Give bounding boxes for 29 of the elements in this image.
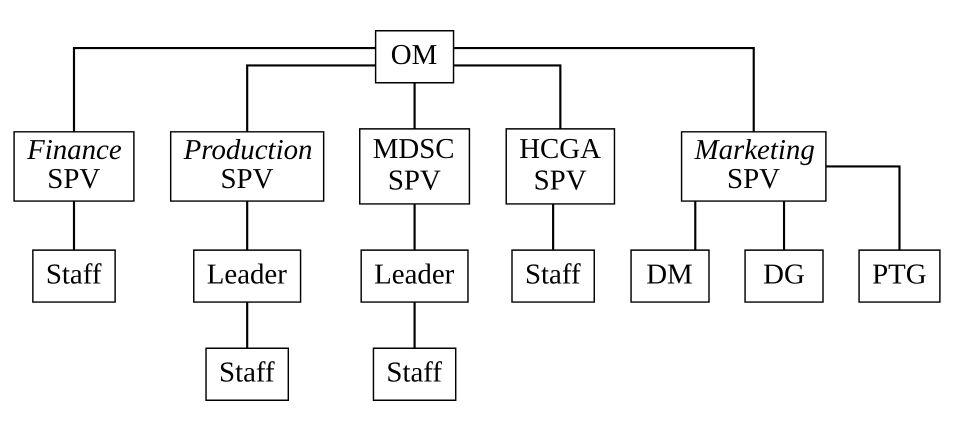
connector (414, 82, 416, 128)
node-box: DG (744, 248, 824, 302)
connector (414, 204, 416, 250)
connector (552, 204, 554, 250)
node-box: Staff (205, 347, 290, 400)
node-box: DM (630, 248, 710, 302)
connector (782, 200, 786, 250)
node-box: Leader (360, 248, 469, 302)
node-box: Leader (193, 248, 302, 302)
node-box: PTG (858, 248, 941, 302)
connector (454, 64, 562, 128)
node-box: Staff (511, 248, 595, 302)
node-box: Marketing SPV (680, 130, 827, 202)
node-box: Production SPV (170, 130, 324, 202)
connector (72, 46, 376, 132)
connector (826, 164, 901, 250)
connector (694, 200, 696, 250)
connector (246, 64, 376, 132)
node-box: MDSC SPV (359, 128, 470, 204)
connector (454, 46, 755, 132)
connector (72, 200, 76, 250)
node-box: Finance SPV (13, 130, 135, 202)
node-box: Staff (372, 347, 456, 400)
connector (414, 302, 416, 348)
connector (246, 200, 248, 250)
node-box: Staff (32, 248, 116, 302)
connector (246, 302, 248, 348)
node-box: OM (374, 30, 454, 83)
node-box: HCGA SPV (506, 128, 616, 204)
